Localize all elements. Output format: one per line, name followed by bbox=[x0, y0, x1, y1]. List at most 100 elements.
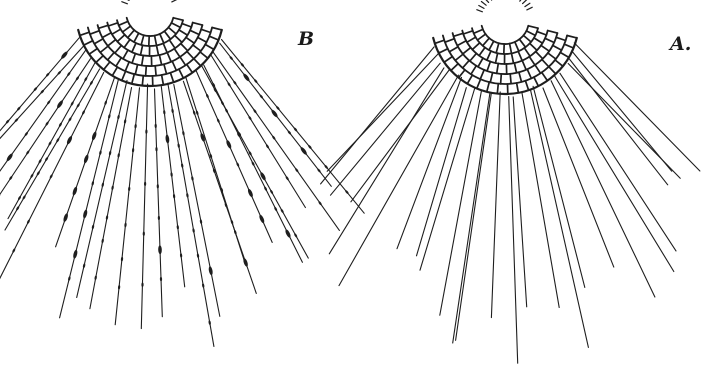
cell-wall bbox=[529, 57, 535, 65]
fiber-bead bbox=[63, 213, 69, 223]
fiber-bead bbox=[247, 188, 254, 198]
cell-wall bbox=[545, 38, 554, 42]
fiber bbox=[574, 43, 700, 171]
cell-wall bbox=[96, 56, 103, 63]
fiber-bead bbox=[128, 187, 131, 192]
fiber-bead bbox=[141, 282, 143, 286]
fiber-bead bbox=[83, 263, 86, 268]
fiber bbox=[141, 84, 147, 329]
cell-wall bbox=[510, 74, 511, 84]
cell-wall bbox=[115, 45, 122, 53]
fiber bbox=[491, 92, 500, 318]
cell-wall bbox=[198, 37, 207, 42]
cell-wall bbox=[112, 67, 117, 76]
fiber-bead bbox=[171, 109, 174, 114]
cell-wall bbox=[553, 45, 562, 50]
fiber bbox=[554, 75, 674, 271]
cell-wall bbox=[155, 36, 157, 46]
cell-wall bbox=[524, 48, 530, 56]
fiber-bead bbox=[104, 100, 108, 105]
cell-wall bbox=[510, 44, 512, 54]
fiber-bead bbox=[99, 150, 102, 155]
cell-wall bbox=[123, 26, 131, 32]
cell-wall bbox=[517, 83, 519, 93]
cell-wall bbox=[180, 57, 186, 65]
fiber-bead bbox=[111, 185, 114, 190]
fiber-bead bbox=[155, 147, 157, 151]
cell-wall bbox=[164, 64, 167, 74]
fiber-bead bbox=[300, 146, 308, 155]
cell-wall bbox=[542, 59, 549, 66]
fiber bbox=[569, 59, 668, 185]
cell-wall bbox=[471, 66, 476, 75]
cell-wall bbox=[159, 55, 161, 65]
fiber-bead bbox=[101, 182, 104, 187]
cell-wall bbox=[526, 31, 535, 36]
cell-wall bbox=[483, 38, 490, 46]
fiber-bead bbox=[109, 151, 112, 156]
cell-wall bbox=[128, 30, 135, 38]
fiber-bead bbox=[101, 238, 104, 243]
cell-wall bbox=[564, 44, 573, 48]
cell-wall bbox=[478, 58, 483, 67]
cell-wall bbox=[536, 52, 543, 59]
edge-tick bbox=[477, 10, 483, 12]
fiber-bead bbox=[197, 253, 200, 258]
fiber bbox=[522, 92, 559, 308]
fiber bbox=[5, 69, 100, 230]
cell-wall bbox=[457, 41, 466, 46]
fiber-bead bbox=[124, 223, 127, 228]
cell-wall bbox=[489, 41, 494, 50]
fiber-bead bbox=[170, 172, 173, 177]
cell-wall bbox=[567, 36, 577, 38]
panel-b-beaded-fibers bbox=[0, 0, 364, 346]
cell-wall bbox=[455, 54, 463, 60]
cell-wall bbox=[515, 42, 519, 51]
fiber-bead bbox=[94, 275, 97, 280]
fiber-bead bbox=[72, 186, 78, 196]
cell-wall bbox=[479, 48, 485, 56]
cell-wall bbox=[514, 63, 516, 73]
fiber-bead bbox=[158, 245, 162, 254]
fiber-bead bbox=[6, 153, 14, 162]
fiber-bead bbox=[145, 129, 147, 133]
cell-wall bbox=[200, 52, 208, 58]
cell-wall bbox=[527, 69, 531, 78]
cell-wall bbox=[519, 72, 522, 82]
cell-wall bbox=[487, 51, 491, 60]
cell-wall bbox=[530, 43, 537, 50]
cell-wall bbox=[174, 49, 180, 57]
edge-tick bbox=[172, 0, 177, 2]
fiber-bead bbox=[192, 228, 195, 233]
fiber bbox=[417, 88, 467, 256]
cell-wall bbox=[454, 33, 464, 36]
cell-wall bbox=[168, 27, 176, 34]
cell-wall bbox=[467, 75, 472, 84]
fiber-bead bbox=[68, 276, 71, 281]
cell-wall bbox=[179, 30, 188, 35]
fiber-bead bbox=[66, 135, 73, 145]
fiber bbox=[0, 38, 79, 159]
edge-tick bbox=[523, 0, 527, 4]
fiber-bead bbox=[173, 194, 176, 199]
fiber bbox=[329, 68, 444, 254]
fiber-bead bbox=[117, 153, 120, 158]
fiber-bead bbox=[225, 139, 232, 149]
cell-wall bbox=[142, 76, 143, 86]
cell-wall bbox=[187, 51, 194, 58]
cell-wall bbox=[125, 62, 129, 71]
cell-wall bbox=[141, 35, 144, 45]
cell-wall bbox=[435, 40, 445, 43]
fiber-bead bbox=[165, 134, 170, 143]
fiber bbox=[0, 49, 86, 241]
fiber-bead bbox=[259, 171, 267, 181]
cell-wall bbox=[122, 71, 126, 80]
fiber-bead bbox=[208, 320, 211, 325]
cell-wall bbox=[463, 48, 471, 54]
cell-wall bbox=[116, 58, 121, 66]
cell-wall bbox=[542, 72, 548, 80]
fiber-bead bbox=[208, 266, 213, 276]
cell-wall bbox=[160, 34, 164, 43]
fiber-bead bbox=[192, 110, 196, 115]
cell-wall bbox=[474, 29, 483, 33]
